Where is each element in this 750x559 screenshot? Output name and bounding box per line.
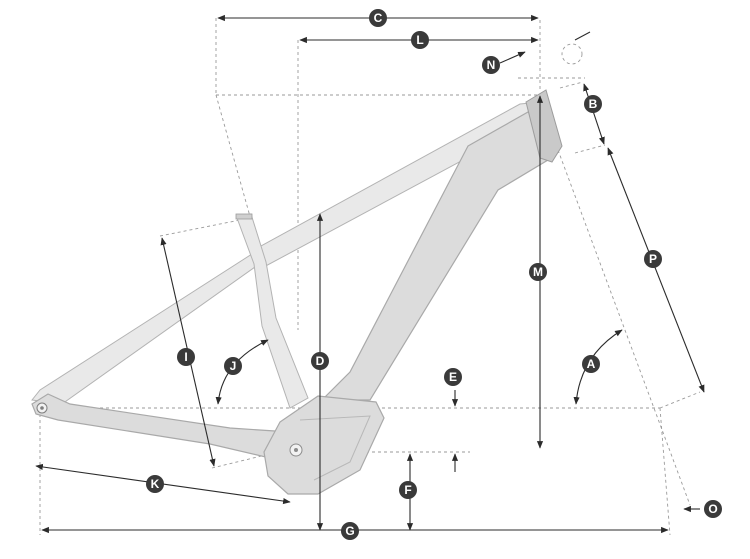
label-i: I — [177, 348, 195, 366]
seat-stay — [31, 253, 263, 405]
label-l: L — [411, 31, 429, 49]
svg-text:O: O — [708, 502, 717, 516]
seat-tube — [236, 213, 309, 409]
svg-text:J: J — [230, 359, 237, 373]
svg-text:K: K — [151, 477, 160, 491]
label-e: E — [444, 368, 462, 386]
label-p: P — [644, 250, 662, 268]
svg-text:M: M — [533, 265, 543, 279]
guide-lines — [39, 18, 701, 536]
chain-stay — [31, 393, 297, 459]
label-b: B — [584, 95, 602, 113]
label-c: C — [369, 9, 387, 27]
svg-text:N: N — [487, 58, 496, 72]
svg-text:C: C — [374, 11, 383, 25]
label-d: D — [311, 352, 329, 370]
label-g: G — [341, 522, 359, 540]
svg-text:A: A — [587, 357, 596, 371]
svg-text:G: G — [345, 524, 354, 538]
motor-housing — [263, 395, 385, 495]
svg-text:E: E — [449, 370, 457, 384]
svg-text:P: P — [649, 252, 657, 266]
label-f: F — [399, 481, 417, 499]
label-m: M — [529, 263, 547, 281]
svg-text:D: D — [316, 354, 325, 368]
svg-text:F: F — [404, 483, 411, 497]
label-o: O — [704, 500, 722, 518]
label-j: J — [224, 357, 242, 375]
label-k: K — [146, 475, 164, 493]
label-a: A — [582, 355, 600, 373]
svg-text:L: L — [416, 33, 423, 47]
svg-text:B: B — [589, 97, 598, 111]
bike-frame — [31, 89, 563, 495]
svg-text:I: I — [184, 350, 187, 364]
label-n: N — [482, 56, 500, 74]
dimension-labels: C L N B P M D E — [146, 9, 722, 540]
